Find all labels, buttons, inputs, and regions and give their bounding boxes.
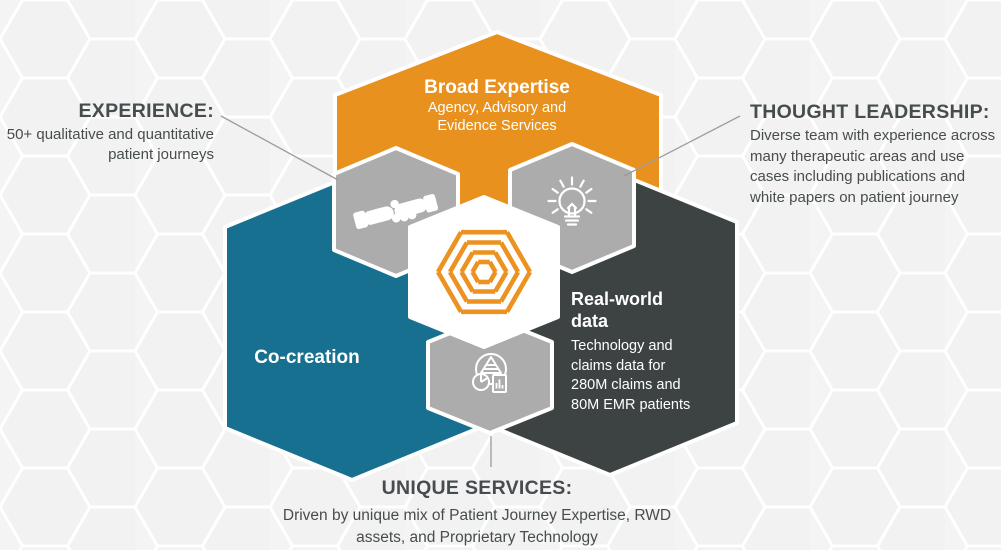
thought-leadership-callout: THOUGHT LEADERSHIP: Diverse team with ex…	[750, 100, 1000, 208]
thought-leadership-body: Diverse team with experience across many…	[750, 127, 996, 206]
connector-experience	[220, 115, 339, 181]
thought-leadership-title: THOUGHT LEADERSHIP:	[750, 101, 990, 123]
broad-expertise-title: Broad Expertise	[424, 77, 570, 98]
co-creation-title: Co-creation	[254, 347, 360, 368]
lightbulb-icon	[547, 176, 597, 226]
experience-title: EXPERIENCE:	[78, 100, 214, 122]
handshake-icon	[353, 193, 439, 230]
connector-lines	[220, 115, 741, 467]
broad-expertise-text: Broad Expertise Agency, Advisory and Evi…	[347, 77, 647, 135]
unique-services-title: UNIQUE SERVICES:	[381, 477, 573, 499]
hexagon-data	[426, 315, 554, 435]
unique-services-callout: UNIQUE SERVICES: Driven by unique mix of…	[217, 476, 737, 548]
connector-thought-leadership	[623, 115, 741, 177]
unique-services-body: Driven by unique mix of Patient Journey …	[282, 507, 672, 546]
hexagon-center	[408, 195, 560, 349]
data-analytics-icon	[472, 353, 507, 393]
broad-expertise-subtitle: Agency, Advisory and Evidence Services	[427, 100, 567, 134]
real-world-data-body: Technology and claims data for 280M clai…	[571, 338, 691, 413]
experience-callout: EXPERIENCE: 50+ qualitative and quantita…	[6, 99, 214, 165]
real-world-data-title: Real-world data	[571, 289, 664, 331]
experience-body: 50+ qualitative and quantitative patient…	[6, 126, 214, 163]
